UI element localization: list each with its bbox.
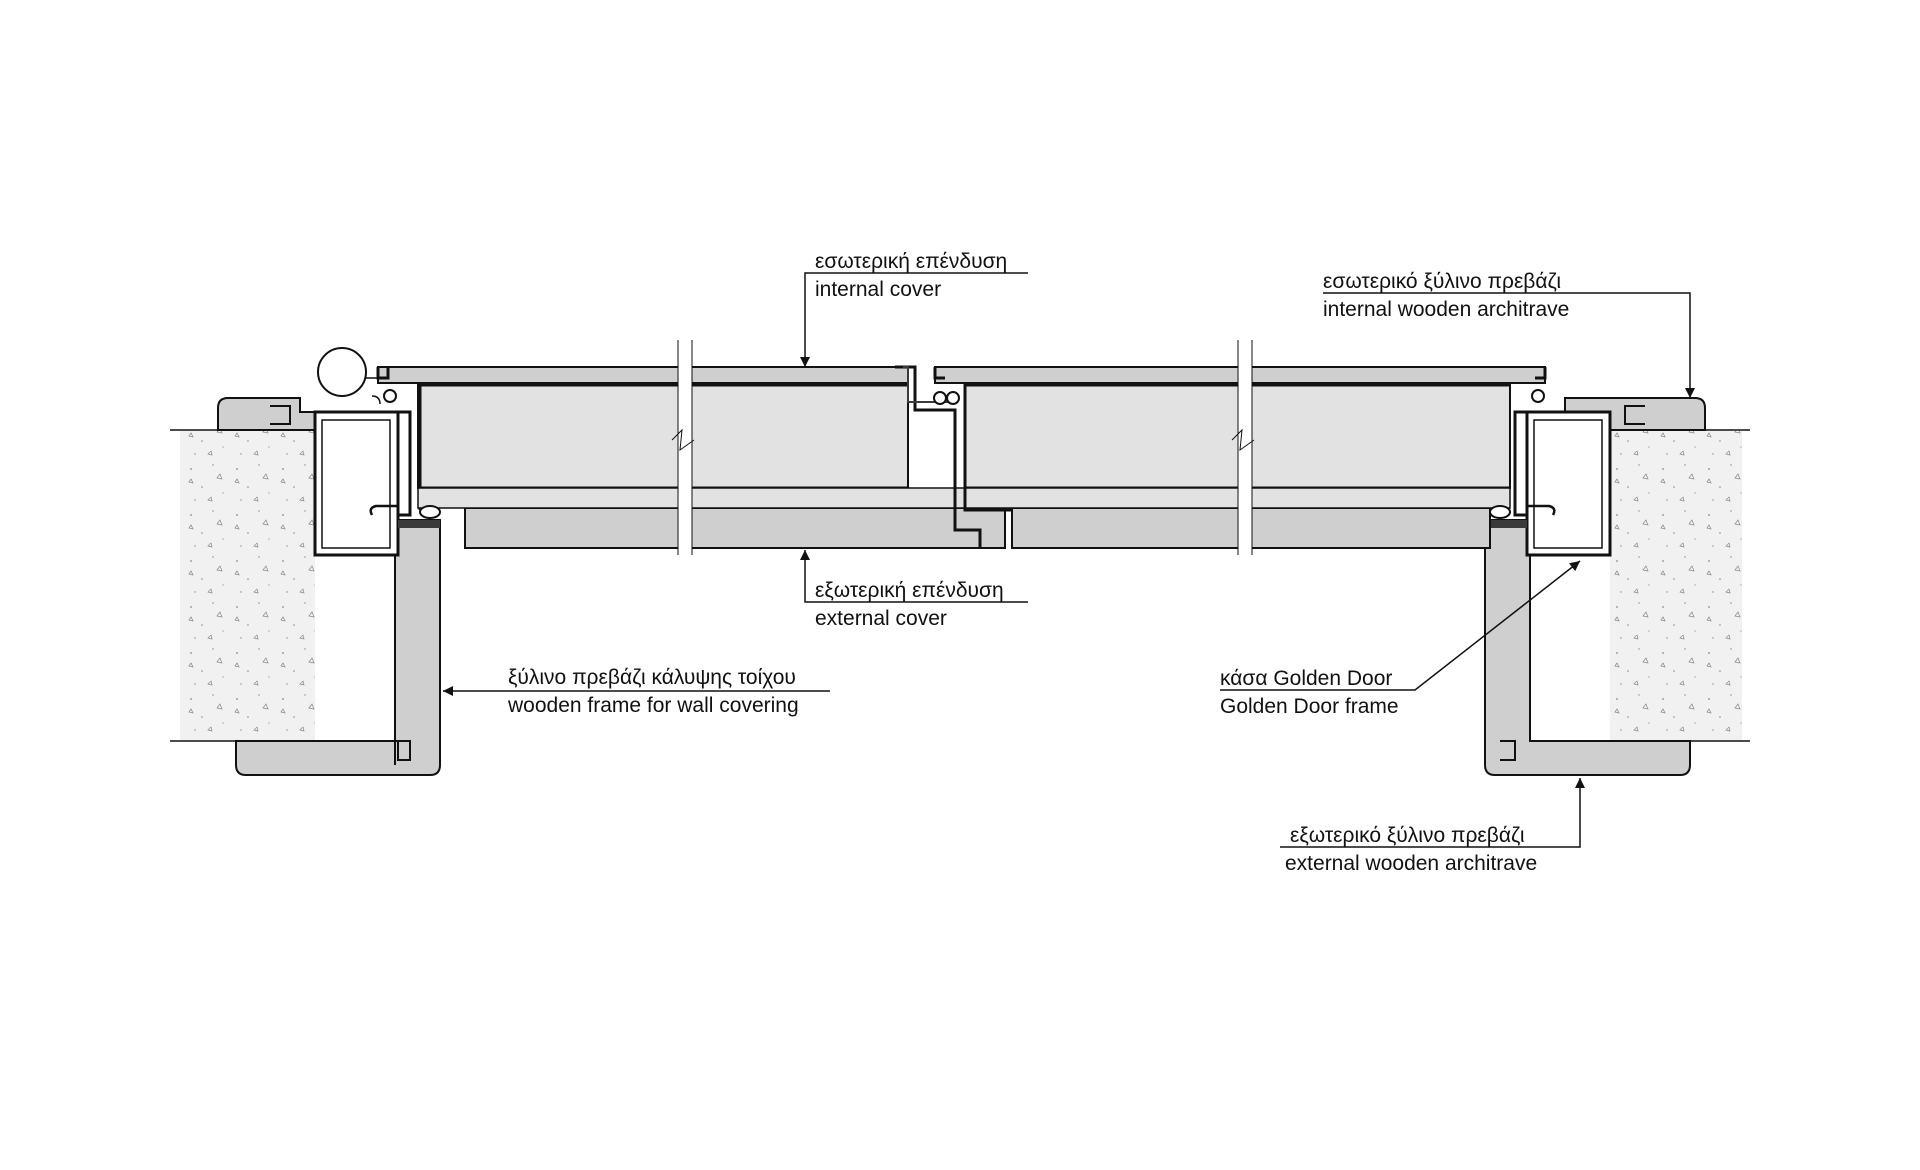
- label-golden-door-frame-english: Golden Door frame: [1220, 695, 1399, 718]
- hinge: [317, 347, 381, 405]
- label-internal-architrave-english: internal wooden architrave: [1323, 298, 1569, 321]
- leader-internal-architrave: [1323, 292, 1695, 398]
- right-wall: [1610, 429, 1750, 742]
- left-wall-frame: [235, 519, 441, 776]
- leader-lines: [443, 272, 1695, 848]
- label-golden-door-frame-greek: κάσα Golden Door: [1220, 667, 1392, 690]
- leader-external-cover: [800, 550, 1028, 603]
- label-wall-frame-greek: ξύλινο πρεβάζι κάλυψης τοίχου: [508, 666, 796, 689]
- label-external-cover: εξωτερική επένδυση external cover: [815, 579, 1004, 630]
- label-wall-frame: ξύλινο πρεβάζι κάλυψης τοίχου wooden fra…: [507, 666, 799, 717]
- left-door-leaf: [376, 365, 1009, 549]
- left-internal-architrave: [217, 397, 316, 431]
- label-external-architrave-greek: εξωτερικό ξύλινο πρεβάζι: [1290, 824, 1525, 847]
- leader-golden-door-frame: [1220, 560, 1581, 691]
- label-external-cover-greek: εξωτερική επένδυση: [815, 579, 1004, 602]
- break-mark-left: [671, 340, 695, 555]
- label-internal-cover-english: internal cover: [815, 278, 941, 301]
- label-internal-architrave: εσωτερικό ξύλινο πρεβάζι internal wooden…: [1323, 270, 1569, 321]
- label-internal-architrave-greek: εσωτερικό ξύλινο πρεβάζι: [1323, 270, 1561, 293]
- label-golden-door-frame: κάσα Golden Door Golden Door frame: [1220, 667, 1399, 718]
- label-external-cover-english: external cover: [815, 607, 947, 630]
- label-internal-cover: εσωτερική επένδυση internal cover: [815, 250, 1007, 301]
- right-external-architrave: [1484, 519, 1691, 776]
- leader-external-architrave: [1280, 778, 1585, 848]
- break-mark-right: [1231, 340, 1255, 555]
- leader-internal-cover: [800, 272, 1028, 367]
- left-wall: [170, 429, 315, 742]
- label-external-architrave: εξωτερικό ξύλινο πρεβάζι external wooden…: [1285, 824, 1537, 875]
- right-golden-door-frame: [1485, 410, 1612, 557]
- label-wall-frame-english: wooden frame for wall covering: [507, 694, 799, 717]
- label-external-architrave-english: external wooden architrave: [1285, 852, 1537, 875]
- label-internal-cover-greek: εσωτερική επένδυση: [815, 250, 1007, 273]
- left-golden-door-frame: [313, 410, 440, 557]
